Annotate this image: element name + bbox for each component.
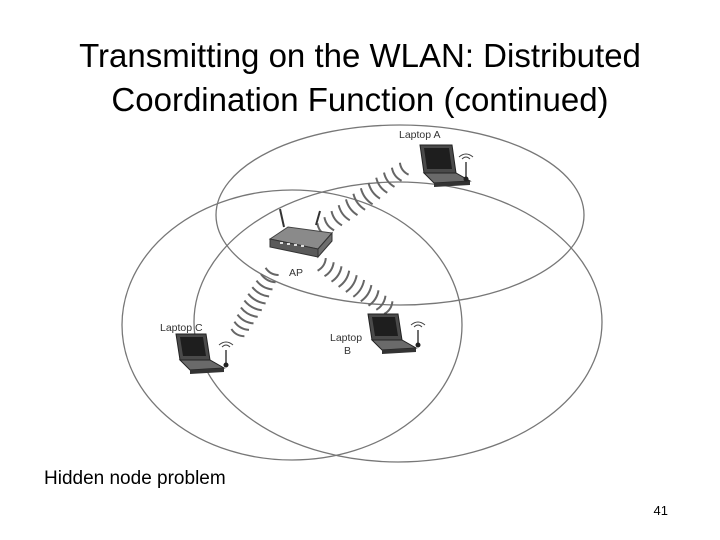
laptop-icon (175, 333, 226, 374)
label-ap: AP (289, 267, 303, 279)
access-point-icon (268, 208, 333, 259)
label-laptop-a: Laptop A (399, 129, 440, 141)
range-circle-laptop-c (121, 189, 463, 461)
wireless-antenna-icon (218, 341, 234, 368)
diagram-caption: Hidden node problem (44, 468, 226, 489)
wireless-antenna-icon (410, 321, 426, 348)
laptop-icon (419, 144, 472, 187)
label-laptop-c: Laptop C (160, 322, 203, 334)
range-circle-laptop-a (215, 124, 585, 306)
slide-title-line-1: Transmitting on the WLAN: Distributed (79, 37, 641, 74)
wireless-antenna-icon (458, 153, 474, 182)
slide-title: Transmitting on the WLAN: Distributed Co… (0, 34, 720, 122)
range-circle-laptop-b (193, 181, 603, 463)
signal-wave-icon (316, 162, 410, 237)
label-laptop-b-line-2: B (344, 345, 351, 357)
laptop-icon (367, 313, 418, 354)
page-number: 41 (653, 503, 668, 518)
slide-title-line-2: Coordination Function (continued) (111, 81, 609, 118)
signal-wave-icon (230, 267, 279, 338)
signal-wave-icon (317, 257, 394, 315)
label-laptop-b-line-1: Laptop (330, 332, 362, 344)
